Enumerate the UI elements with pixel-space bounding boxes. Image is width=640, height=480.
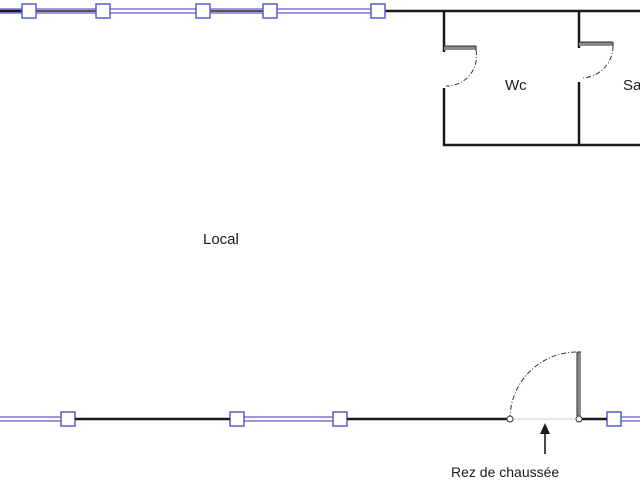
bottom-windows: [0, 411, 640, 427]
sa-door: [576, 41, 614, 82]
room-label-local: Local: [203, 231, 239, 248]
sanitary-walls: [442, 11, 640, 147]
room-label-wc: Wc: [505, 77, 527, 94]
level-label: Rez de chaussée: [451, 464, 559, 480]
window-node: [60, 411, 76, 427]
window-node: [262, 3, 278, 19]
room-label-partial: Sa: [623, 77, 640, 94]
window-node: [21, 3, 37, 19]
window-node: [229, 411, 245, 427]
wc-door: [441, 45, 478, 88]
window-node: [332, 411, 348, 427]
window-node: [606, 411, 622, 427]
window-node: [195, 3, 211, 19]
window-node: [370, 3, 386, 19]
top-windows: [0, 3, 386, 19]
entrance-arrow: [540, 423, 550, 454]
entrance-door: [506, 351, 583, 423]
window-node: [95, 3, 111, 19]
